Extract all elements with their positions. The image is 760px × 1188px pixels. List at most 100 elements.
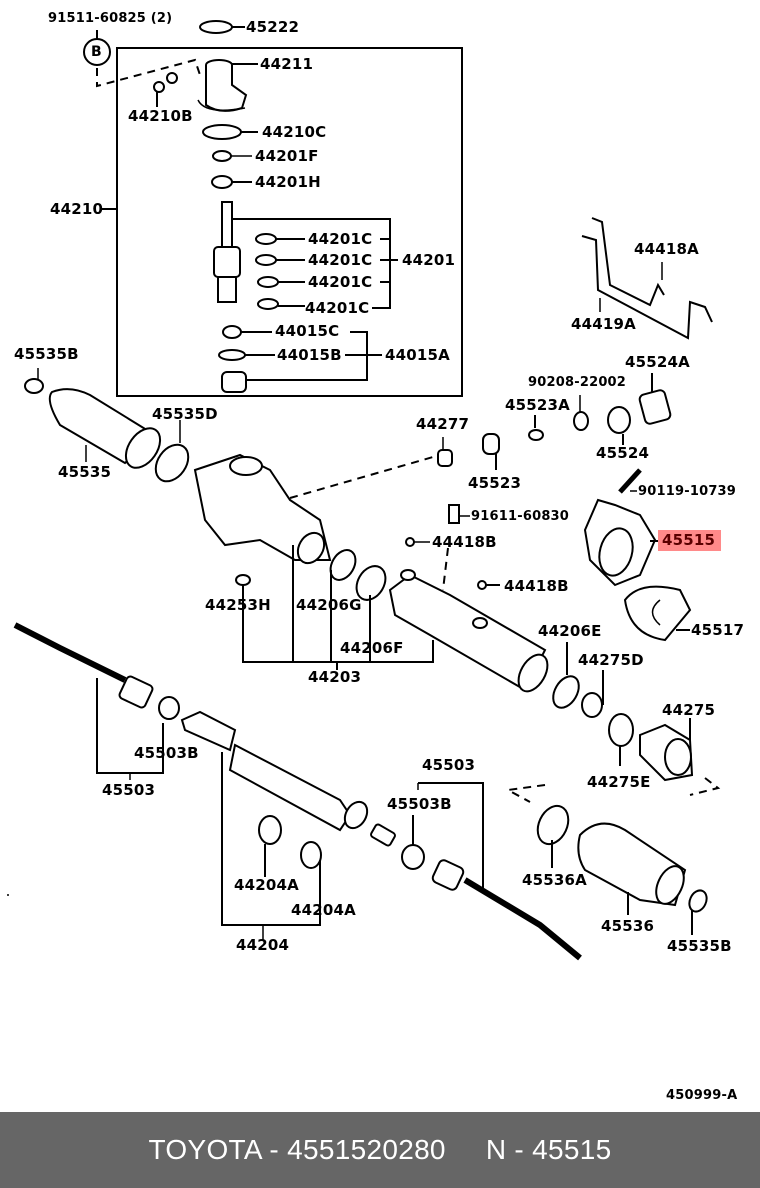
part-44210c <box>202 124 242 140</box>
label-45523a: 45523A <box>505 396 570 414</box>
part-45503b-right <box>401 844 425 870</box>
label-45535b-bottom: 45535B <box>667 937 732 955</box>
label-44206e: 44206E <box>538 622 602 640</box>
label-91611-60830: 91611-60830 <box>471 509 570 524</box>
part-44201h <box>211 175 233 189</box>
label-b: B <box>91 44 102 60</box>
part-45535d <box>154 443 190 483</box>
part-44204a-seal <box>300 841 322 869</box>
part-45222 <box>199 20 233 34</box>
part-44206f <box>355 565 387 601</box>
part-45515 <box>583 498 657 587</box>
part-44201f <box>212 150 232 162</box>
part-44275d <box>581 692 603 718</box>
label-44211: 44211 <box>260 55 314 73</box>
diagram-drawing <box>7 20 721 961</box>
dashed-link-44418b <box>442 547 449 591</box>
part-44418b-2 <box>477 580 487 590</box>
part-rack-bar <box>180 710 396 847</box>
part-45503-right-tie-rod <box>431 859 582 961</box>
part-44206g <box>329 549 357 581</box>
part-90208-22002 <box>573 411 589 431</box>
label-44201: 44201 <box>402 251 456 269</box>
footer-reference-number: N - 45515 <box>485 1134 612 1165</box>
label-45517: 45517 <box>691 621 745 639</box>
label-44015c: 44015C <box>275 322 340 340</box>
part-45536-boot <box>577 822 687 907</box>
label-91511-60825: 91511-60825 (2) <box>48 11 173 26</box>
label-44204a-2: 44204A <box>291 901 356 919</box>
part-rack-housing <box>193 453 332 565</box>
dashed-link-44277 <box>289 454 441 499</box>
label-44206f: 44206F <box>340 639 404 657</box>
footer-brand-part-number: TOYOTA - 4551520280 <box>148 1134 446 1165</box>
part-44277 <box>437 449 453 467</box>
label-45515-highlighted[interactable]: 45515 <box>658 530 722 551</box>
label-45535d: 45535D <box>152 405 218 423</box>
part-91611-60830 <box>448 504 460 524</box>
part-45523a <box>528 429 544 441</box>
label-44201h: 44201H <box>255 173 321 191</box>
part-45535b-bottom <box>688 889 708 913</box>
part-44015c <box>222 325 242 339</box>
label-44275e: 44275E <box>587 773 651 791</box>
dashed-link-b <box>96 58 201 88</box>
part-valve-shaft <box>213 201 241 303</box>
part-45536a <box>536 804 570 846</box>
label-44204a-1: 44204A <box>234 876 299 894</box>
label-44418b-2: 44418B <box>504 577 569 595</box>
part-90119-10739 <box>618 468 642 494</box>
part-44275 <box>639 723 694 782</box>
part-cylinder-tube <box>388 569 549 693</box>
label-45536: 45536 <box>601 917 655 935</box>
label-44201c-4: 44201C <box>305 299 370 317</box>
label-45503-left: 45503 <box>102 781 156 799</box>
label-45523: 45523 <box>468 474 522 492</box>
label-45503b-left: 45503B <box>134 744 199 762</box>
label-45503-right: 45503 <box>422 756 476 774</box>
label-44203: 44203 <box>308 668 362 686</box>
part-44211 <box>197 59 248 112</box>
part-45517 <box>623 585 692 642</box>
part-45535b-top <box>24 378 44 394</box>
label-44206g: 44206G <box>296 596 362 614</box>
part-44418b-1 <box>405 537 415 547</box>
label-44275d: 44275D <box>578 651 644 669</box>
part-44419a-pipes <box>581 217 713 340</box>
part-45503-left-tie-rod <box>13 622 154 709</box>
label-45524a: 45524A <box>625 353 690 371</box>
label-44201f: 44201F <box>255 147 319 165</box>
diagram-reference-code: 450999-A <box>666 1088 738 1103</box>
label-45535b-top: 45535B <box>14 345 79 363</box>
label-45536a: 45536A <box>522 871 587 889</box>
part-44015b <box>218 349 246 361</box>
label-45524: 45524 <box>596 444 650 462</box>
part-45524 <box>607 406 631 434</box>
assembly-box-44210 <box>116 47 463 397</box>
label-90119-10739: 90119-10739 <box>638 484 737 499</box>
label-44201c-3: 44201C <box>308 273 373 291</box>
label-44204: 44204 <box>236 936 290 954</box>
label-44015b: 44015B <box>277 346 342 364</box>
label-44418b-1: 44418B <box>432 533 497 551</box>
label-45535: 45535 <box>58 463 112 481</box>
bracket-44203 <box>242 545 434 670</box>
part-45503b-left <box>158 696 180 720</box>
label-44418a: 44418A <box>634 240 699 258</box>
label-45503b-right: 45503B <box>387 795 452 813</box>
label-44210c: 44210C <box>262 123 327 141</box>
part-45523 <box>482 433 500 455</box>
label-45222: 45222 <box>246 18 300 36</box>
part-44275e-oring <box>608 713 634 747</box>
footer-bar: TOYOTA - 4551520280 N - 45515 <box>0 1112 760 1188</box>
label-44253h: 44253H <box>205 596 271 614</box>
label-44419a: 44419A <box>571 315 636 333</box>
label-44201c-1: 44201C <box>308 230 373 248</box>
label-44015a: 44015A <box>385 346 450 364</box>
part-44204a-oring <box>258 815 282 845</box>
label-44210b: 44210B <box>128 107 193 125</box>
label-90208-22002: 90208-22002 <box>528 375 627 390</box>
part-45524a <box>638 389 672 425</box>
label-44210: 44210 <box>50 200 104 218</box>
part-44253h <box>235 574 251 586</box>
